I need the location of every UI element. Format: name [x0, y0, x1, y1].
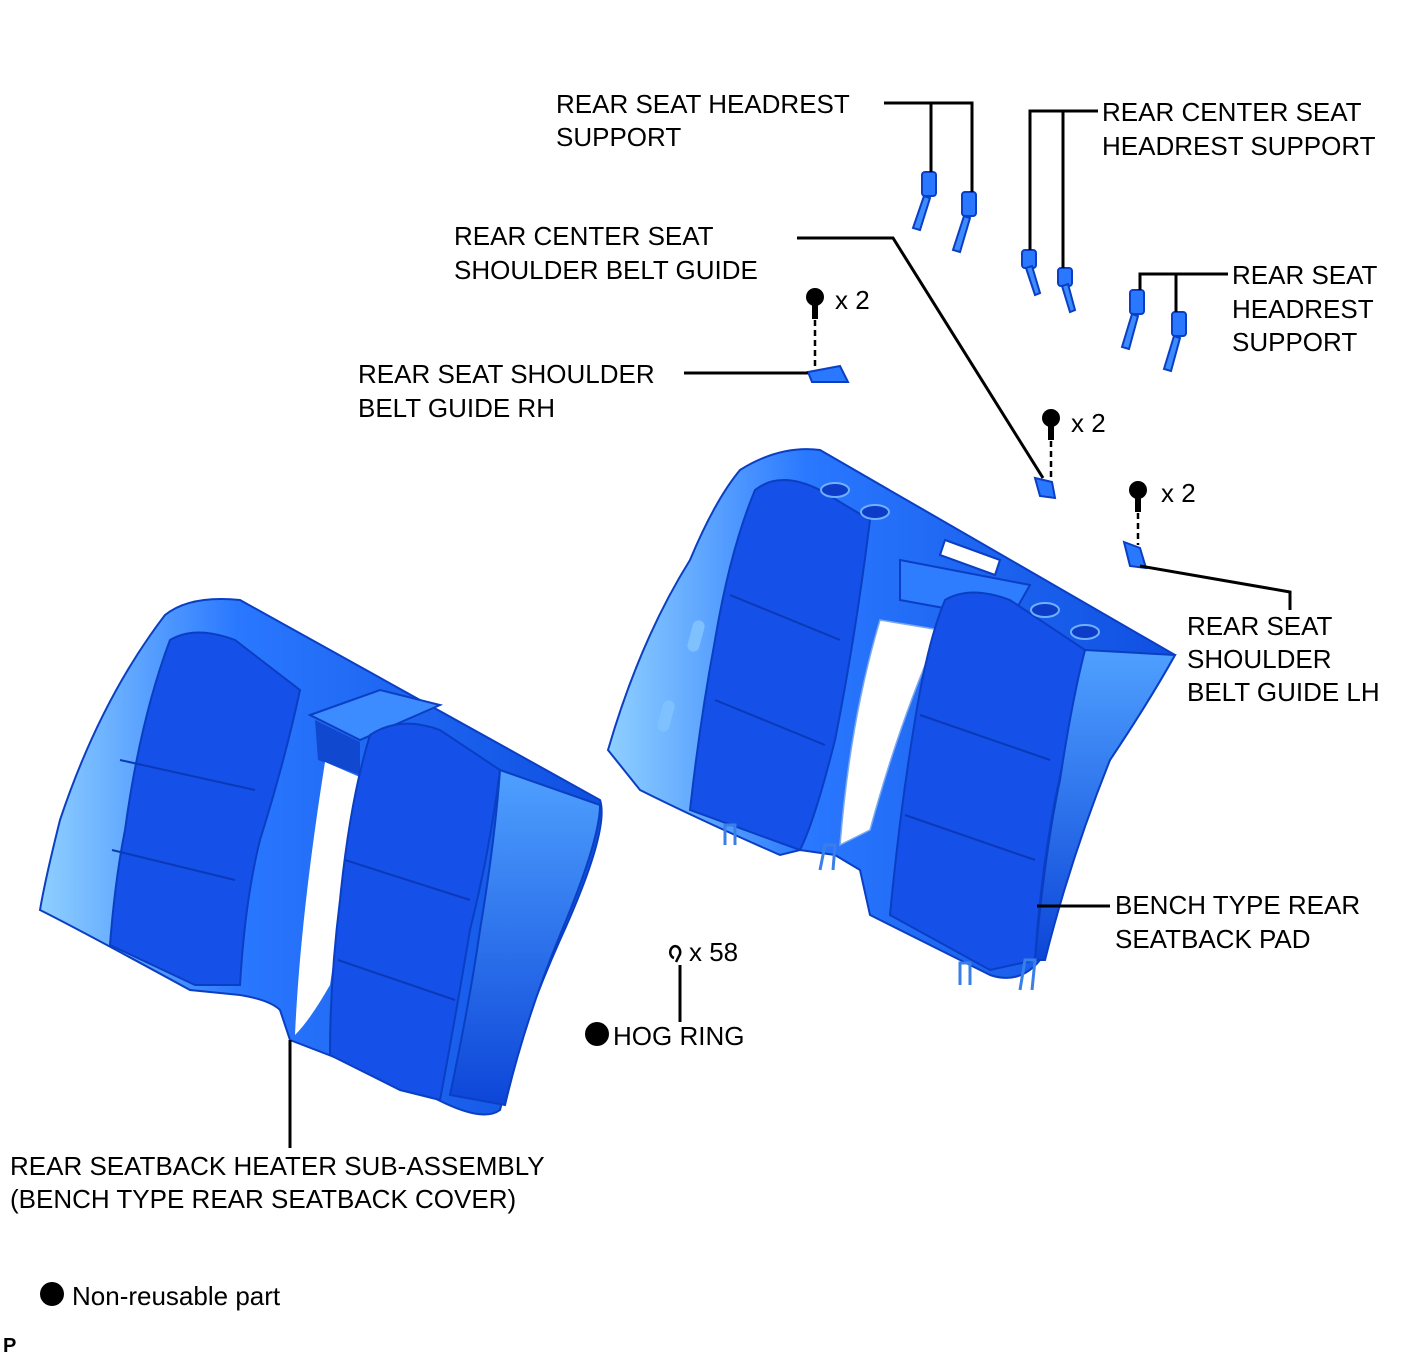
headrest-support-icon [1162, 311, 1187, 373]
seatback-pad [606, 448, 1177, 991]
headrest-support-icon [951, 191, 977, 254]
non-reusable-dot-icon [585, 1022, 609, 1046]
label-center-belt-guide: REAR CENTER SEAT SHOULDER BELT GUIDE [454, 221, 758, 285]
label-seatback-pad: BENCH TYPE REAR SEATBACK PAD [1115, 890, 1367, 954]
screw-icon [806, 288, 824, 319]
label-headrest-support-rh: REAR SEAT HEADREST SUPPORT [556, 89, 857, 152]
headrest-support-icon [1057, 267, 1077, 314]
belt-guide-lh-icon [1122, 540, 1148, 570]
corner-code: P [3, 1335, 16, 1357]
belt-guide-center-icon [1033, 476, 1057, 500]
label-hog-ring: HOG RING [613, 1021, 744, 1051]
seatback-cover [38, 598, 603, 1116]
label-headrest-support-lh: REAR SEAT HEADREST SUPPORT [1232, 260, 1384, 357]
label-belt-guide-rh: REAR SEAT SHOULDER BELT GUIDE RH [358, 359, 662, 423]
legend-dot-icon [40, 1282, 64, 1306]
legend-non-reusable: Non-reusable part [72, 1281, 281, 1311]
label-center-headrest-support: REAR CENTER SEAT HEADREST SUPPORT [1102, 97, 1376, 161]
qty-screw-lh: x 2 [1161, 478, 1196, 508]
label-belt-guide-lh: REAR SEAT SHOULDER BELT GUIDE LH [1187, 611, 1380, 707]
headrest-support-icon [911, 171, 937, 232]
screw-icon [1042, 409, 1060, 440]
headrest-support-icon [1021, 249, 1042, 297]
hog-ring-icon [668, 944, 682, 963]
qty-screw-center: x 2 [1071, 408, 1106, 438]
qty-hog-ring: x 58 [689, 937, 738, 967]
headrest-supports [911, 171, 1187, 373]
belt-guide-rh-icon [806, 364, 850, 383]
qty-screw-rh: x 2 [835, 285, 870, 315]
label-heater-sub-assembly: REAR SEATBACK HEATER SUB-ASSEMBLY (BENCH… [10, 1151, 551, 1214]
leader-lines [288, 101, 1292, 1148]
screw-icon [1129, 481, 1147, 512]
headrest-support-icon [1120, 289, 1145, 351]
